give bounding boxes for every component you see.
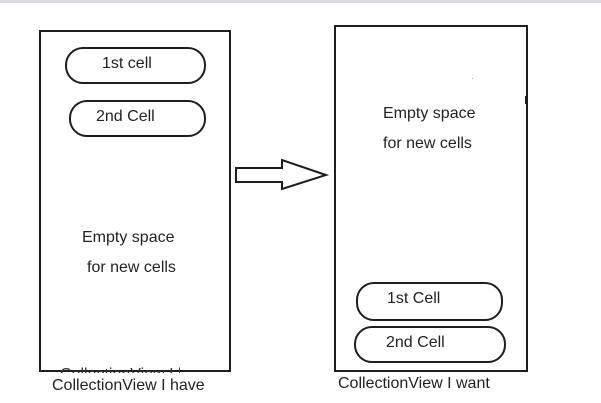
have-caption: CollectionView I have bbox=[52, 377, 205, 394]
have-second-cell-label: 2nd Cell bbox=[96, 108, 155, 125]
have-empty-note-line1: Empty space bbox=[82, 229, 175, 246]
have-caption-overlap-artifact: CollectionView I have bbox=[60, 366, 180, 374]
want-second-cell: 2nd Cell bbox=[354, 326, 506, 363]
have-empty-space-note: Empty space for new cells bbox=[82, 223, 176, 283]
have-second-cell: 2nd Cell bbox=[69, 100, 206, 137]
have-empty-note-line2: for new cells bbox=[87, 259, 176, 276]
top-edge-strip bbox=[0, 0, 601, 3]
have-first-cell: 1st cell bbox=[65, 47, 206, 84]
right-arrow-icon bbox=[235, 158, 330, 191]
want-empty-note-line2: for new cells bbox=[383, 135, 472, 152]
frame-edge-mark bbox=[525, 96, 528, 104]
want-empty-note-line1: Empty space bbox=[383, 105, 476, 122]
want-caption: CollectionView I want bbox=[338, 375, 490, 392]
want-empty-space-note: Empty space for new cells bbox=[383, 99, 475, 159]
have-first-cell-label: 1st cell bbox=[102, 55, 152, 72]
want-first-cell-label: 1st Cell bbox=[387, 290, 441, 307]
want-first-cell: 1st Cell bbox=[356, 282, 503, 321]
collection-view-have-frame bbox=[39, 30, 231, 372]
want-second-cell-label: 2nd Cell bbox=[386, 334, 445, 351]
stray-dot bbox=[472, 78, 473, 79]
